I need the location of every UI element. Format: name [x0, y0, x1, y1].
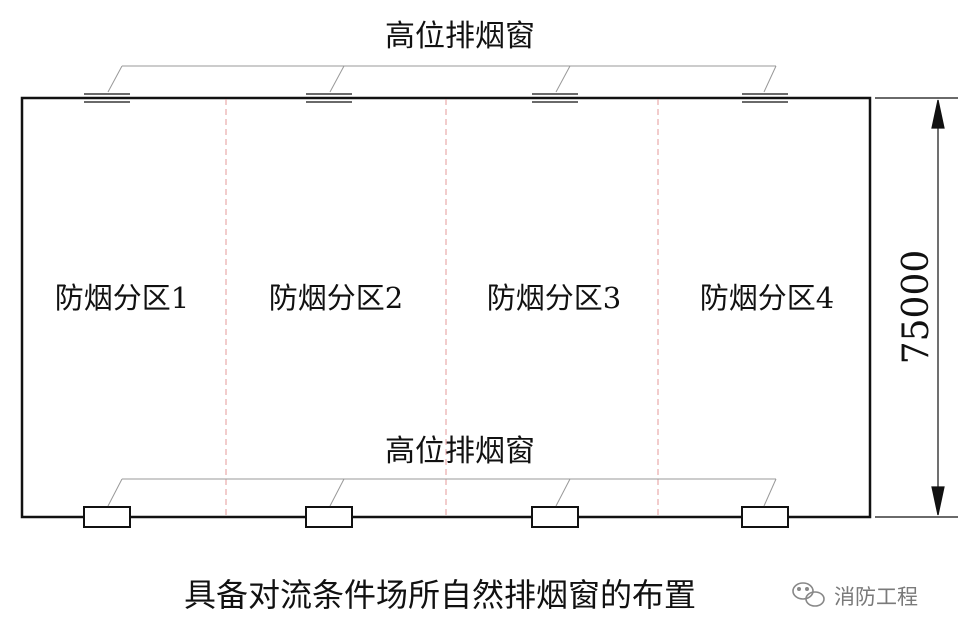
dimension-label: 75000	[896, 250, 937, 365]
top-smoke-window	[742, 93, 788, 103]
top-smoke-window	[306, 93, 352, 103]
watermark-text: 消防工程	[834, 585, 918, 609]
zone-label-4: 防烟分区4	[700, 281, 834, 315]
zone-label-3: 防烟分区3	[487, 281, 621, 315]
zone-label-1: 防烟分区1	[55, 281, 189, 315]
bottom-leader-lines	[107, 478, 777, 507]
zone-label-2: 防烟分区2	[269, 281, 403, 315]
bottom-smoke-window	[741, 506, 789, 528]
top-smoke-window	[532, 93, 578, 103]
top-leader-lines	[107, 65, 777, 93]
diagram-caption: 具备对流条件场所自然排烟窗的布置	[184, 576, 696, 614]
wechat-icon	[792, 582, 825, 607]
bottom-smoke-window	[531, 506, 579, 528]
bottom-window-label: 高位排烟窗	[385, 434, 535, 469]
top-window-label: 高位排烟窗	[385, 19, 535, 54]
top-smoke-window	[84, 93, 130, 103]
dimension-line	[875, 97, 958, 518]
building-outline	[20, 96, 872, 519]
bottom-smoke-window	[305, 506, 353, 528]
bottom-smoke-window	[83, 506, 131, 528]
